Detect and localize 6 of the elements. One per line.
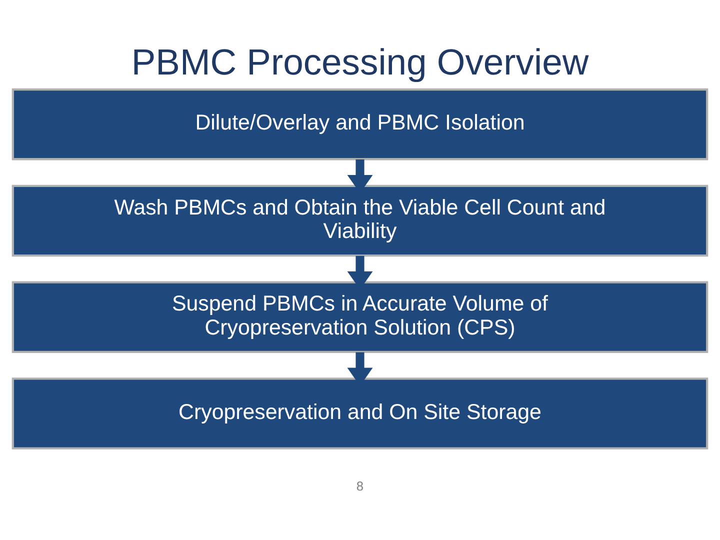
node-box: Cryopreservation and On Site Storage	[12, 378, 708, 450]
diagram-title: PBMC Processing Overview	[131, 42, 589, 83]
node-box: Wash PBMCs and Obtain the Viable Cell Count and Viability	[12, 184, 708, 257]
node-box: Dilute/Overlay and PBMC Isolation	[12, 88, 708, 160]
node-box: Suspend PBMCs in Accurate Volume of Cryopreservation Solution (CPS)	[12, 281, 708, 354]
label: 8	[356, 478, 364, 494]
